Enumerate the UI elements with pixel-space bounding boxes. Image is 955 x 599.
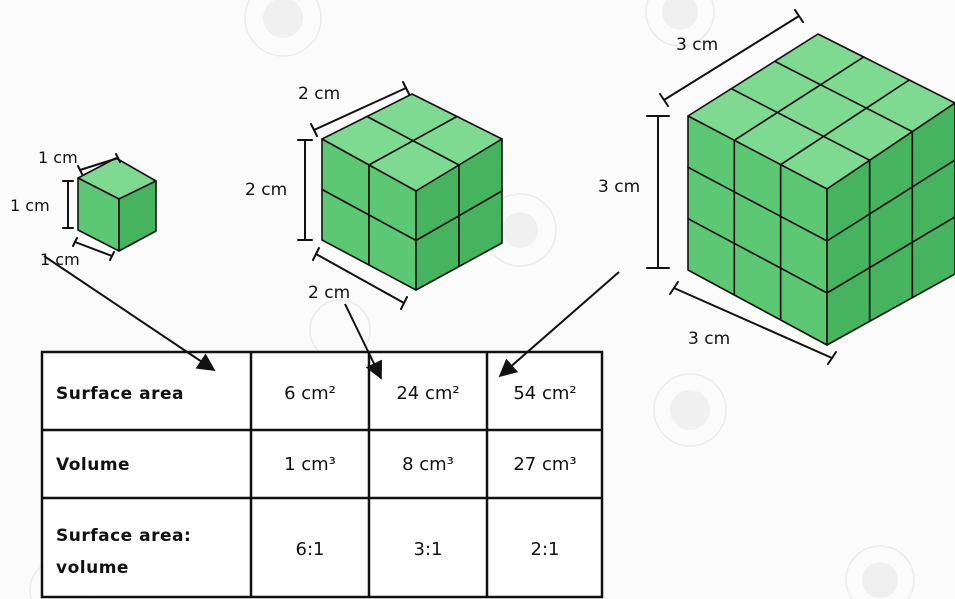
table-cell: 8 cm³: [402, 454, 454, 475]
row-label-ratio-line2: volume: [56, 558, 129, 578]
small-side-dimension-line: [62, 180, 74, 229]
arrow-medium-to-col2: [344, 303, 383, 380]
table-cell: 27 cm³: [513, 454, 576, 475]
dimension-lines: [62, 9, 837, 365]
cube-side-cell: [458, 190, 503, 268]
small-cube: [77, 157, 157, 252]
small-bottom-label: 1 cm: [40, 250, 80, 269]
medium-top-label: 2 cm: [298, 84, 340, 104]
row-label-ratio-line1: Surface area:: [56, 526, 191, 546]
large-cube: [687, 33, 955, 346]
table-cell: 6:1: [296, 539, 325, 560]
arrow-large-to-col3: [498, 271, 620, 378]
small-top-dimension-line: [77, 153, 121, 175]
large-side-dimension-line: [646, 115, 670, 269]
comparison-table: Surface area Volume Surface area: volume…: [40, 350, 604, 599]
table-cell: 6 cm²: [284, 383, 336, 404]
arrows: [43, 255, 620, 380]
medium-bottom-label: 2 cm: [308, 283, 350, 303]
cube-side-cell: [118, 180, 157, 252]
small-side-label: 1 cm: [10, 196, 50, 215]
table-cell: 54 cm²: [513, 383, 576, 404]
large-bottom-dimension-line: [669, 281, 837, 365]
medium-side-label: 2 cm: [245, 180, 287, 200]
large-top-label: 3 cm: [676, 35, 718, 55]
medium-bottom-dimension-line: [312, 247, 408, 310]
large-bottom-label: 3 cm: [688, 329, 730, 349]
medium-side-dimension-line: [297, 139, 313, 241]
row-label-volume: Volume: [56, 455, 130, 475]
table-cell: 1 cm³: [284, 454, 336, 475]
table-cell: 2:1: [531, 539, 560, 560]
medium-cube: [321, 93, 503, 291]
medium-top-dimension-line: [310, 81, 410, 137]
arrow-small-to-col1: [43, 255, 216, 372]
small-bottom-dimension-line: [72, 237, 115, 261]
cube-side-cell: [911, 216, 955, 299]
small-top-label: 1 cm: [38, 148, 78, 167]
cube-side-cell: [911, 159, 955, 244]
table-cell: 24 cm²: [396, 383, 459, 404]
large-side-label: 3 cm: [598, 177, 640, 197]
table-cell: 3:1: [414, 539, 443, 560]
large-top-dimension-line: [659, 9, 804, 107]
row-label-surface-area: Surface area: [56, 384, 184, 404]
table-border: [40, 350, 604, 599]
